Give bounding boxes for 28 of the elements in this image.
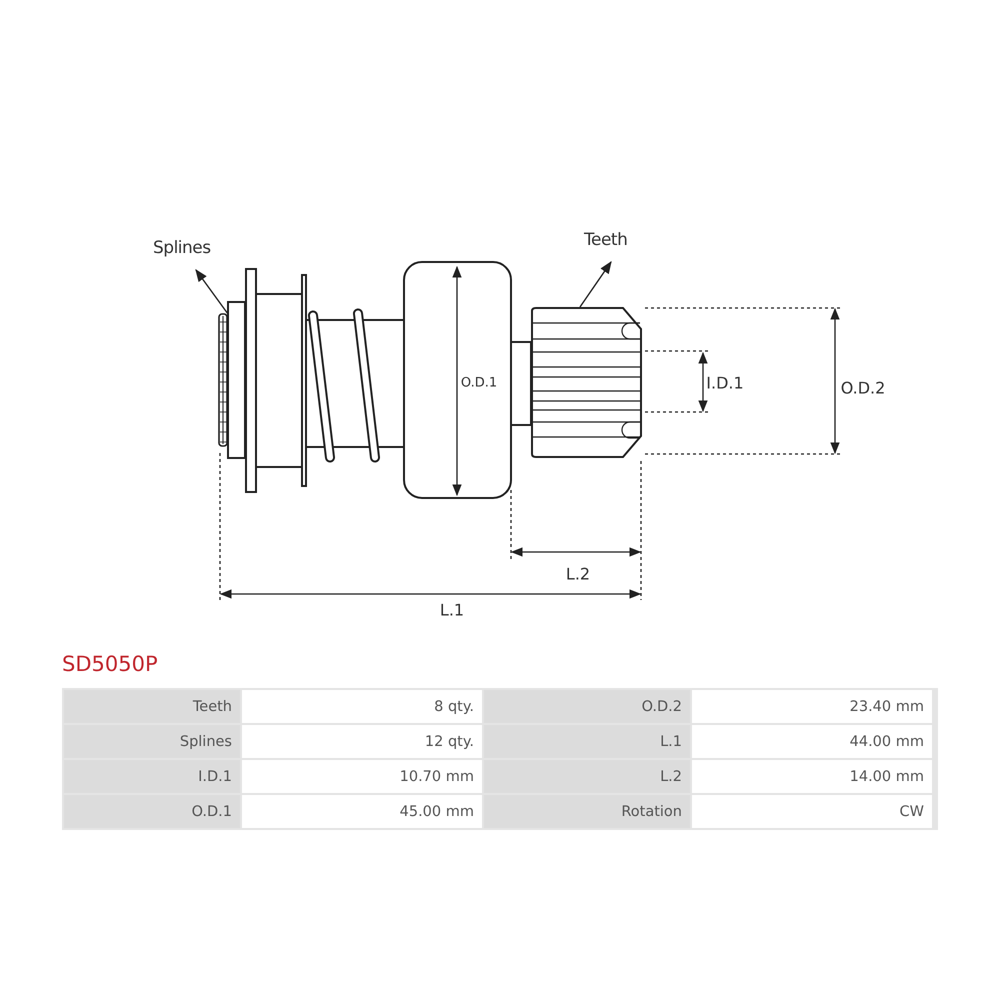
spec-name-cell: Teeth: [64, 690, 240, 723]
dimension-label: O.D.2: [840, 378, 886, 398]
spec-value-cell: 8 qty.: [242, 690, 482, 723]
spec-value-cell: CW: [692, 795, 932, 828]
spec-value-cell: 12 qty.: [242, 725, 482, 758]
spec-value-cell: 14.00 mm: [692, 760, 932, 793]
callout-label: Splines: [153, 238, 211, 258]
dimension-label: O.D.1: [460, 376, 498, 390]
spec-value-cell: 10.70 mm: [242, 760, 482, 793]
spec-name-cell: Splines: [64, 725, 240, 758]
spec-name-cell: O.D.1: [64, 795, 240, 828]
leader-line: [579, 260, 612, 308]
spec-value-cell: 44.00 mm: [692, 725, 932, 758]
dimension-label: L.2: [566, 564, 590, 584]
callout-label: Teeth: [584, 230, 628, 250]
spec-name-cell: L.1: [484, 725, 690, 758]
spec-value-cell: 23.40 mm: [692, 690, 932, 723]
spec-name-cell: I.D.1: [64, 760, 240, 793]
pinion-drawing: [530, 307, 643, 458]
leader-line: [195, 268, 229, 314]
dimension-label: I.D.1: [706, 374, 744, 392]
part-number-heading: SD5050P: [62, 652, 158, 676]
spec-name-cell: L.2: [484, 760, 690, 793]
spec-name-cell: Rotation: [484, 795, 690, 828]
splines-drawing: [218, 310, 228, 450]
dimension-label: L.1: [440, 600, 464, 620]
spec-value-cell: 45.00 mm: [242, 795, 482, 828]
spec-name-cell: O.D.2: [484, 690, 690, 723]
